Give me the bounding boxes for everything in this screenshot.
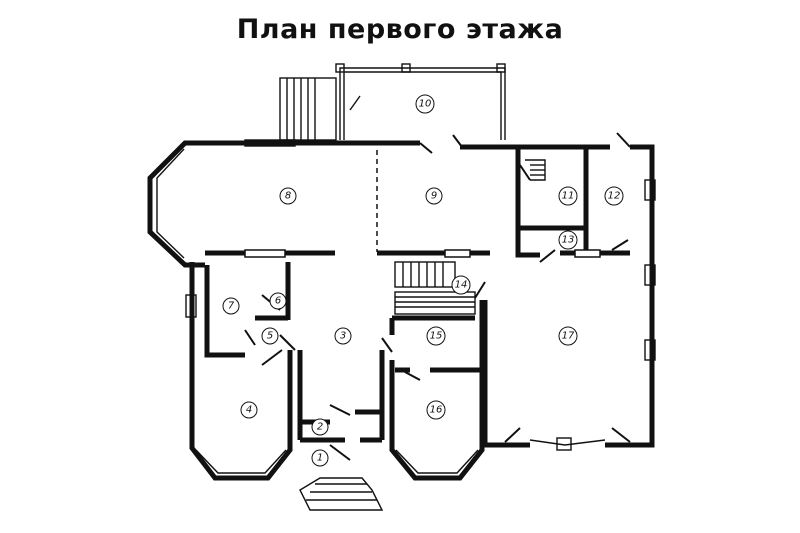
- vent-blocks: [244, 249, 601, 258]
- room-label-13: 13: [558, 230, 578, 250]
- room-label-11: 11: [558, 186, 578, 206]
- room-label-10: 10: [415, 94, 435, 114]
- room-label-6: 6: [269, 292, 287, 310]
- room-label-14: 14: [451, 275, 471, 295]
- svg-text:17: 17: [562, 331, 575, 342]
- room-label-3: 3: [334, 327, 352, 345]
- svg-text:13: 13: [562, 235, 575, 246]
- svg-text:1: 1: [317, 453, 323, 464]
- room-label-12: 12: [604, 186, 624, 206]
- room-label-15: 15: [426, 326, 446, 346]
- room-label-4: 4: [240, 401, 258, 419]
- svg-text:7: 7: [228, 301, 235, 312]
- svg-text:8: 8: [285, 191, 291, 202]
- svg-text:12: 12: [608, 191, 621, 202]
- room-label-16: 16: [426, 400, 446, 420]
- terrace-walls: [335, 63, 506, 140]
- plan-title: План первого этажа: [236, 14, 564, 45]
- svg-text:2: 2: [317, 422, 323, 433]
- room-label-5: 5: [261, 327, 279, 345]
- room-label-8: 8: [279, 187, 297, 205]
- svg-text:15: 15: [430, 331, 443, 342]
- svg-text:16: 16: [430, 405, 443, 416]
- svg-text:14: 14: [455, 280, 468, 291]
- svg-text:9: 9: [431, 191, 437, 202]
- svg-text:11: 11: [562, 191, 575, 202]
- room-label-9: 9: [425, 187, 443, 205]
- svg-text:4: 4: [246, 405, 252, 416]
- svg-text:10: 10: [419, 99, 432, 110]
- room-label-7: 7: [222, 297, 240, 315]
- svg-text:5: 5: [267, 331, 273, 342]
- bay-windows: [156, 139, 656, 474]
- svg-text:3: 3: [340, 331, 346, 342]
- stairs: [299, 159, 546, 511]
- room-label-1: 1: [311, 449, 329, 467]
- room-label-2: 2: [311, 418, 329, 436]
- side-stairs: [279, 77, 337, 141]
- svg-text:6: 6: [275, 296, 281, 307]
- room-label-17: 17: [558, 326, 578, 346]
